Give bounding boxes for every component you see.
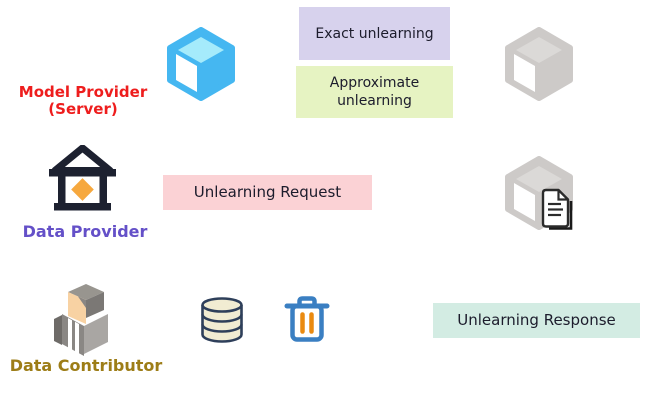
exact-unlearning-text: Exact unlearning bbox=[315, 25, 434, 42]
data-contributor-label: Data Contributor bbox=[9, 356, 163, 375]
unlearning-response-box: Unlearning Response bbox=[433, 303, 640, 338]
unlearned-model-cube-icon bbox=[504, 27, 574, 101]
trash-icon bbox=[283, 295, 331, 344]
data-provider-label: Data Provider bbox=[22, 222, 148, 241]
database-icon bbox=[200, 296, 244, 344]
unlearned-model-cube-with-log-icon bbox=[504, 156, 574, 230]
unlearning-request-box: Unlearning Request bbox=[163, 175, 372, 210]
model-provider-label-line1: Model Provider bbox=[18, 83, 148, 101]
model-cube-icon bbox=[166, 27, 236, 101]
exact-unlearning-box: Exact unlearning bbox=[299, 7, 450, 60]
approximate-unlearning-line1: Approximate bbox=[329, 75, 420, 91]
model-provider-label: Model Provider (Server) bbox=[0, 84, 166, 118]
person-icon bbox=[54, 282, 114, 356]
unlearning-request-text: Unlearning Request bbox=[193, 183, 342, 201]
bank-icon bbox=[47, 145, 118, 216]
unlearning-proof-document-icon bbox=[540, 187, 574, 231]
approximate-unlearning-line2: unlearning bbox=[337, 93, 412, 109]
model-provider-label-line2: (Server) bbox=[48, 100, 118, 118]
unlearning-response-text: Unlearning Response bbox=[457, 311, 616, 329]
approximate-unlearning-box: Approximate unlearning bbox=[296, 66, 453, 118]
